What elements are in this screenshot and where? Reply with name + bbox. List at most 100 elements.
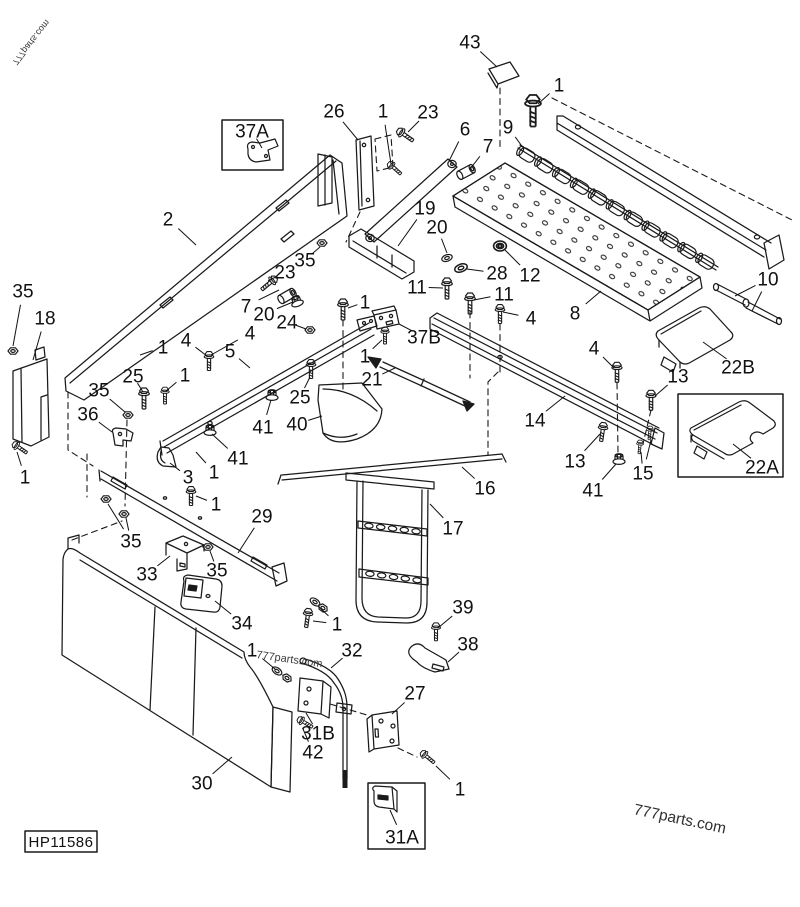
leader-line <box>276 301 294 310</box>
leader-line <box>212 756 233 775</box>
tread-link <box>411 528 421 535</box>
callout-12: 12 <box>519 266 540 287</box>
bracket-37b <box>371 305 400 330</box>
fnut-fastener <box>612 453 626 465</box>
leader-line <box>734 284 756 297</box>
callout-28: 28 <box>486 264 507 285</box>
leader-line <box>238 358 251 369</box>
bolt-fastener <box>645 389 657 411</box>
callout-8: 8 <box>570 304 581 325</box>
callout-35: 35 <box>120 532 141 553</box>
leader-line <box>429 503 444 519</box>
roller <box>641 220 661 238</box>
leader-line <box>311 246 321 255</box>
callout-26: 26 <box>323 102 344 123</box>
callout-31A: 31A <box>385 828 419 849</box>
callout-41: 41 <box>227 449 248 470</box>
leader-line <box>466 268 484 272</box>
leader-line <box>584 433 601 452</box>
callout-23: 23 <box>274 263 295 284</box>
callout-18: 18 <box>34 309 55 330</box>
detail-box-31a <box>367 782 426 850</box>
callout-35: 35 <box>294 251 315 272</box>
callout-1: 1 <box>360 347 371 368</box>
leader-line <box>312 620 327 624</box>
callout-41: 41 <box>582 481 603 502</box>
callout-1: 1 <box>209 463 220 484</box>
callout-7: 7 <box>483 137 494 158</box>
leader-line <box>98 421 113 433</box>
leader-line <box>447 651 460 663</box>
leader-line <box>258 289 280 301</box>
leader-line <box>210 339 239 356</box>
bracket-19 <box>348 228 415 280</box>
detail-box-22a <box>677 393 784 478</box>
leader-line <box>308 415 323 421</box>
callout-38: 38 <box>457 635 478 656</box>
callout-1: 1 <box>455 780 466 801</box>
nut-fastener <box>100 495 112 503</box>
bolt-fastener <box>464 292 476 315</box>
callout-10: 10 <box>757 270 778 291</box>
callout-42: 42 <box>302 743 323 764</box>
leader-line <box>441 238 448 254</box>
watermark-top-left: 777parts.com <box>10 18 51 67</box>
callout-14: 14 <box>524 411 546 432</box>
callout-13: 13 <box>667 367 688 388</box>
leader-line <box>109 398 126 413</box>
leader-line <box>165 381 177 392</box>
leader-line <box>751 291 763 312</box>
bolt-fastener <box>380 326 390 345</box>
callout-7: 7 <box>241 297 252 318</box>
leader-line <box>157 555 171 567</box>
callout-1: 1 <box>247 641 258 662</box>
leader-line <box>195 495 208 501</box>
bolt-fastener <box>611 361 623 383</box>
bolt-fastener <box>441 277 453 300</box>
frame-rail <box>556 115 785 270</box>
bolt-fastener <box>394 125 417 146</box>
leader-line <box>195 346 208 357</box>
callout-33: 33 <box>136 565 157 586</box>
callout-20: 20 <box>426 218 447 239</box>
tread-link <box>375 523 386 531</box>
bolt-fastener <box>494 304 506 325</box>
leader-line <box>391 702 405 715</box>
callout-4: 4 <box>181 331 192 352</box>
fnut-fastener <box>203 424 217 436</box>
bracket-27 <box>366 710 400 753</box>
leader-line <box>428 286 444 289</box>
leader-line <box>262 658 276 670</box>
leader-line <box>195 451 207 464</box>
leader-line <box>266 399 272 415</box>
callout-1: 1 <box>332 615 343 636</box>
bolt-fastener <box>337 298 349 321</box>
callout-15: 15 <box>632 464 653 485</box>
detail-box-37a <box>221 119 284 171</box>
watermark-bottom-right: 777parts.com <box>632 801 727 837</box>
code-box <box>24 830 98 853</box>
callout-22B: 22B <box>721 358 755 379</box>
callout-24: 24 <box>276 313 298 334</box>
bracket-40 <box>317 382 383 443</box>
washer-fastener <box>440 252 454 264</box>
leader-line <box>211 433 229 449</box>
leader-line <box>461 466 475 479</box>
nut-fastener <box>118 510 130 518</box>
leader-line <box>473 296 491 301</box>
callout-39: 39 <box>452 598 473 619</box>
tread-link <box>399 526 410 534</box>
alignment-dashes <box>67 87 793 758</box>
leader-line <box>16 451 22 466</box>
tread-link <box>388 573 399 581</box>
callout-31B: 31B <box>301 724 335 745</box>
leader-line <box>585 290 602 305</box>
rail-5 <box>159 315 378 456</box>
leader-line <box>214 600 232 615</box>
callout-6: 6 <box>460 120 471 141</box>
bolt-fastener <box>524 94 542 128</box>
leader-line <box>514 136 525 150</box>
leader-line <box>304 376 311 389</box>
